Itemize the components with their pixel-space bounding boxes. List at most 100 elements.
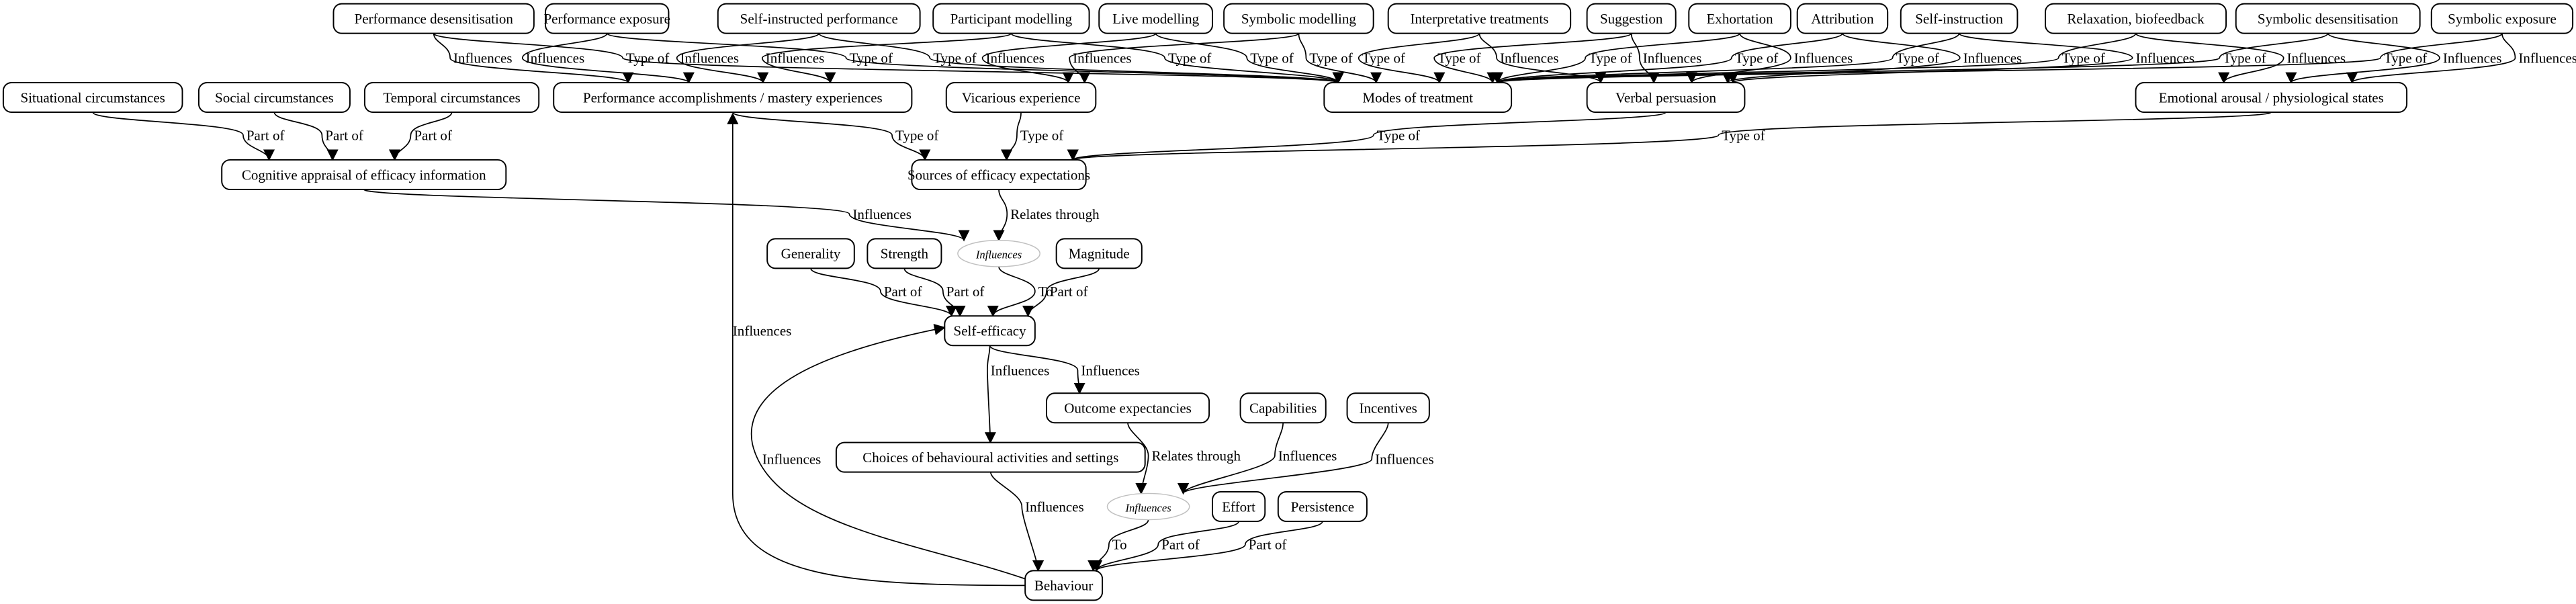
edge-label: Influences xyxy=(680,50,740,67)
node-box xyxy=(1586,82,1746,113)
node-box xyxy=(2045,3,2227,34)
node-label: Self-instructed performance xyxy=(740,11,898,27)
edge-cognitive-to-rel1: Influences xyxy=(363,189,970,242)
edge-emotional-to-sources: Type of xyxy=(1067,112,2272,161)
edge-temporal-to-cognitive: Part of xyxy=(389,112,453,161)
node-incentives: Incentives xyxy=(1346,392,1430,424)
edge-label: Type of xyxy=(1309,50,1352,67)
edge-line xyxy=(1493,32,2503,84)
node-magnitude: Magnitude xyxy=(1055,238,1143,269)
edge-label: Part of xyxy=(247,128,285,144)
node-box xyxy=(1223,3,1374,34)
edge-symbolic-exposure-to-emotional: Influences xyxy=(2346,33,2576,84)
node-label: Verbal persuasion xyxy=(1615,89,1716,105)
edge-label: Influences xyxy=(1643,50,1702,67)
edge-line xyxy=(2285,32,2440,84)
node-box xyxy=(2430,3,2574,34)
edge-line xyxy=(433,32,1343,84)
node-box xyxy=(766,238,855,269)
edge-line xyxy=(1069,32,1300,84)
edge-label: Influences xyxy=(2287,50,2346,67)
node-symbolic-exposure: Symbolic exposure xyxy=(2430,3,2574,34)
edge-live-modelling-to-vicarious: Influences xyxy=(981,32,1157,84)
node-self-instr-perf: Self-instructed performance xyxy=(717,3,921,34)
node-box xyxy=(1346,392,1430,424)
node-strength: Strength xyxy=(867,238,942,269)
edge-line xyxy=(363,189,970,242)
node-label: Symbolic desensitisation xyxy=(2258,11,2399,27)
edge-label: Influences xyxy=(1073,50,1132,67)
edge-line xyxy=(810,267,957,318)
relation-ellipse xyxy=(1106,492,1190,521)
node-box xyxy=(197,82,351,113)
node-box xyxy=(553,82,913,113)
edge-label: Type of xyxy=(1589,50,1632,67)
edge-situational-to-cognitive: Part of xyxy=(92,112,285,161)
edge-attribution-to-verbal: Influences xyxy=(1722,32,2022,84)
node-label: Performance accomplishments / mastery ex… xyxy=(583,89,883,105)
node-box xyxy=(1212,491,1266,522)
node-exhortation: Exhortation xyxy=(1688,3,1791,34)
edge-label: Influences xyxy=(2136,50,2195,67)
edge-line xyxy=(1001,112,1022,161)
node-suggestion: Suggestion xyxy=(1586,3,1677,34)
edge-line xyxy=(818,32,1344,84)
node-box xyxy=(1045,392,1210,424)
node-modes: Modes of treatment xyxy=(1323,82,1513,113)
edge-line xyxy=(1091,521,1239,572)
edge-self-instruction-to-verbal: Influences xyxy=(1727,32,2195,84)
node-choices: Choices of behavioural activities and se… xyxy=(835,441,1146,473)
edge-line xyxy=(2135,32,2284,84)
edge-label: Part of xyxy=(884,284,922,300)
node-label: Magnitude xyxy=(1069,246,1130,262)
edge-self-efficacy-to-outcome: Influences xyxy=(989,345,1140,394)
node-temporal: Temporal circumstances xyxy=(363,82,540,113)
node-perf-desens: Performance desensitisation xyxy=(332,3,535,34)
node-attribution: Attribution xyxy=(1796,3,1889,34)
edge-label: Type of xyxy=(2384,50,2427,67)
node-label: Emotional arousal / physiological states xyxy=(2159,89,2384,105)
edge-self-instr-perf-to-modes: Type of xyxy=(818,32,1344,84)
node-label: Modes of treatment xyxy=(1362,89,1473,105)
edge-line xyxy=(1358,32,1480,84)
node-label: Influences xyxy=(975,249,1022,261)
node-label: Interpretative treatments xyxy=(1410,11,1548,27)
edge-perf-accomp-to-sources: Type of xyxy=(731,112,938,161)
node-label: Persistence xyxy=(1291,499,1355,515)
node-label: Symbolic exposure xyxy=(2448,11,2557,27)
edge-rel1-to-self-efficacy: To xyxy=(987,266,1053,318)
node-box xyxy=(221,159,507,190)
edge-line xyxy=(993,189,1008,242)
node-situational: Situational circumstances xyxy=(2,82,183,113)
node-label: Social circumstances xyxy=(215,89,334,105)
edge-suggestion-to-modes: Type of xyxy=(1433,32,1632,84)
node-box xyxy=(1098,3,1213,34)
edge-behaviour-to-self-efficacy: Influences xyxy=(750,324,1026,580)
edge-label: Type of xyxy=(1722,128,1765,144)
node-box xyxy=(835,441,1146,473)
edge-label: Type of xyxy=(933,50,976,67)
edge-label: Type of xyxy=(1437,50,1480,67)
edge-line xyxy=(1298,33,1382,84)
node-perf-accomp: Performance accomplishments / mastery ex… xyxy=(553,82,913,113)
node-label: Sources of efficacy expectations xyxy=(907,167,1090,183)
edge-line xyxy=(987,266,1036,318)
edge-label: Influences xyxy=(733,323,792,339)
edge-self-efficacy-to-choices: Influences xyxy=(984,345,1049,444)
edge-interpretative-to-modes: Type of xyxy=(1358,32,1480,84)
edge-persistence-to-behaviour: Part of xyxy=(1091,521,1323,572)
node-participant-modelling: Participant modelling xyxy=(932,3,1090,34)
edge-label: Part of xyxy=(325,128,363,144)
edge-label: Type of xyxy=(1020,128,1063,144)
edge-line xyxy=(1722,32,1961,84)
edge-generality-to-self-efficacy: Part of xyxy=(810,267,957,318)
node-label: Attribution xyxy=(1811,11,1874,27)
edge-outcome-to-rel2: Relates through xyxy=(1127,423,1241,495)
edge-line xyxy=(731,112,931,161)
edge-line xyxy=(750,324,1026,580)
node-label: Behaviour xyxy=(1034,578,1094,594)
edge-label: Relates through xyxy=(1151,448,1241,464)
edge-line xyxy=(1091,521,1323,572)
edge-label: Type of xyxy=(2061,50,2104,67)
node-box xyxy=(1387,3,1572,34)
